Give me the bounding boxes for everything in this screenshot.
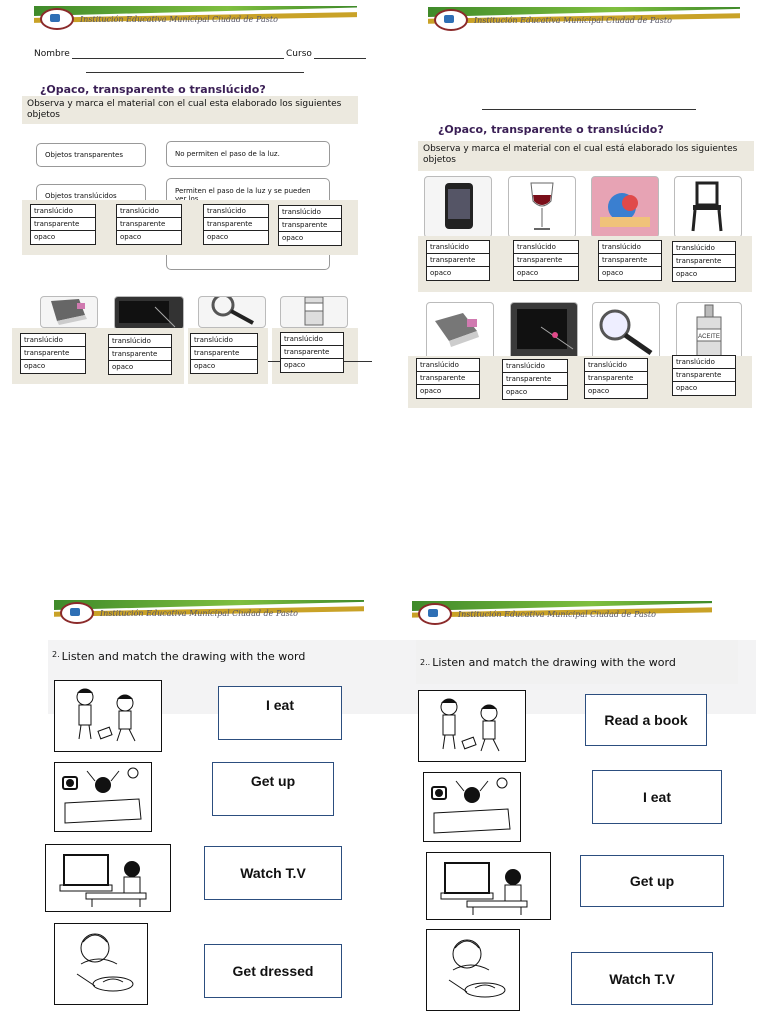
word-box[interactable]: Get dressed	[204, 944, 342, 998]
chair-icon	[674, 176, 742, 238]
drawing-watch-tv[interactable]	[426, 852, 551, 920]
school-logo-icon	[40, 8, 74, 30]
drawing-get-up[interactable]	[54, 762, 152, 832]
worksheet-title: ¿Opaco, transparente o translúcido?	[438, 123, 664, 136]
colored-paper-icon	[591, 176, 659, 238]
instruction-box: Observa y marca el material con el cual …	[418, 141, 754, 171]
dark-box-icon	[510, 302, 578, 360]
worksheet-title: ¿Opaco, transparente o translúcido?	[40, 83, 266, 96]
drawing-eating-food[interactable]	[426, 929, 520, 1011]
blank-line	[482, 109, 696, 110]
word-box[interactable]: I eat	[592, 770, 722, 824]
book-icon	[40, 296, 98, 328]
magnifier-icon	[198, 296, 266, 328]
word-box[interactable]: Watch T.V	[571, 952, 713, 1005]
svg-text:ACEITE: ACEITE	[698, 334, 720, 340]
blank-line	[86, 72, 304, 73]
drawing-kids-eating[interactable]	[418, 690, 526, 762]
drawing-kids-eating[interactable]	[54, 680, 162, 752]
book-icon	[426, 302, 494, 360]
school-logo-icon	[434, 9, 468, 31]
school-banner: Institución Educativa Municipal Ciudad d…	[34, 6, 357, 32]
magnifier-icon	[592, 302, 660, 360]
school-logo-icon	[60, 602, 94, 624]
instruction-box: Observa y marca el material con el cual …	[22, 96, 358, 124]
nombre-label: Nombre	[34, 49, 70, 59]
curso-label: Curso	[286, 49, 312, 59]
instruction-bar: 2.. Listen and match the drawing with th…	[416, 640, 738, 684]
wine-glass-icon	[508, 176, 576, 238]
curso-line[interactable]	[314, 58, 366, 59]
bottle-icon: ACEITE	[676, 302, 742, 360]
drawing-eating-food[interactable]	[54, 923, 148, 1005]
school-banner: Institución Educativa Municipal Ciudad d…	[412, 601, 712, 627]
word-box[interactable]: Get up	[212, 762, 334, 816]
school-banner: Institución Educativa Municipal Ciudad d…	[54, 600, 364, 626]
nombre-line[interactable]	[72, 58, 284, 59]
pill-transparent: Objetos transparentes	[36, 143, 146, 167]
word-box[interactable]: I eat	[218, 686, 342, 740]
pill-no-light: No permiten el paso de la luz.	[166, 141, 330, 167]
dark-box-icon	[114, 296, 184, 330]
word-box[interactable]: Get up	[580, 855, 724, 907]
school-logo-icon	[418, 603, 452, 625]
school-banner: Institución Educativa Municipal Ciudad d…	[428, 7, 740, 33]
phone-icon	[424, 176, 492, 238]
bottle-icon	[280, 296, 348, 328]
drawing-watch-tv[interactable]	[45, 844, 171, 912]
word-box[interactable]: Read a book	[585, 694, 707, 746]
word-box[interactable]: Watch T.V	[204, 846, 342, 900]
drawing-get-up[interactable]	[423, 772, 521, 842]
